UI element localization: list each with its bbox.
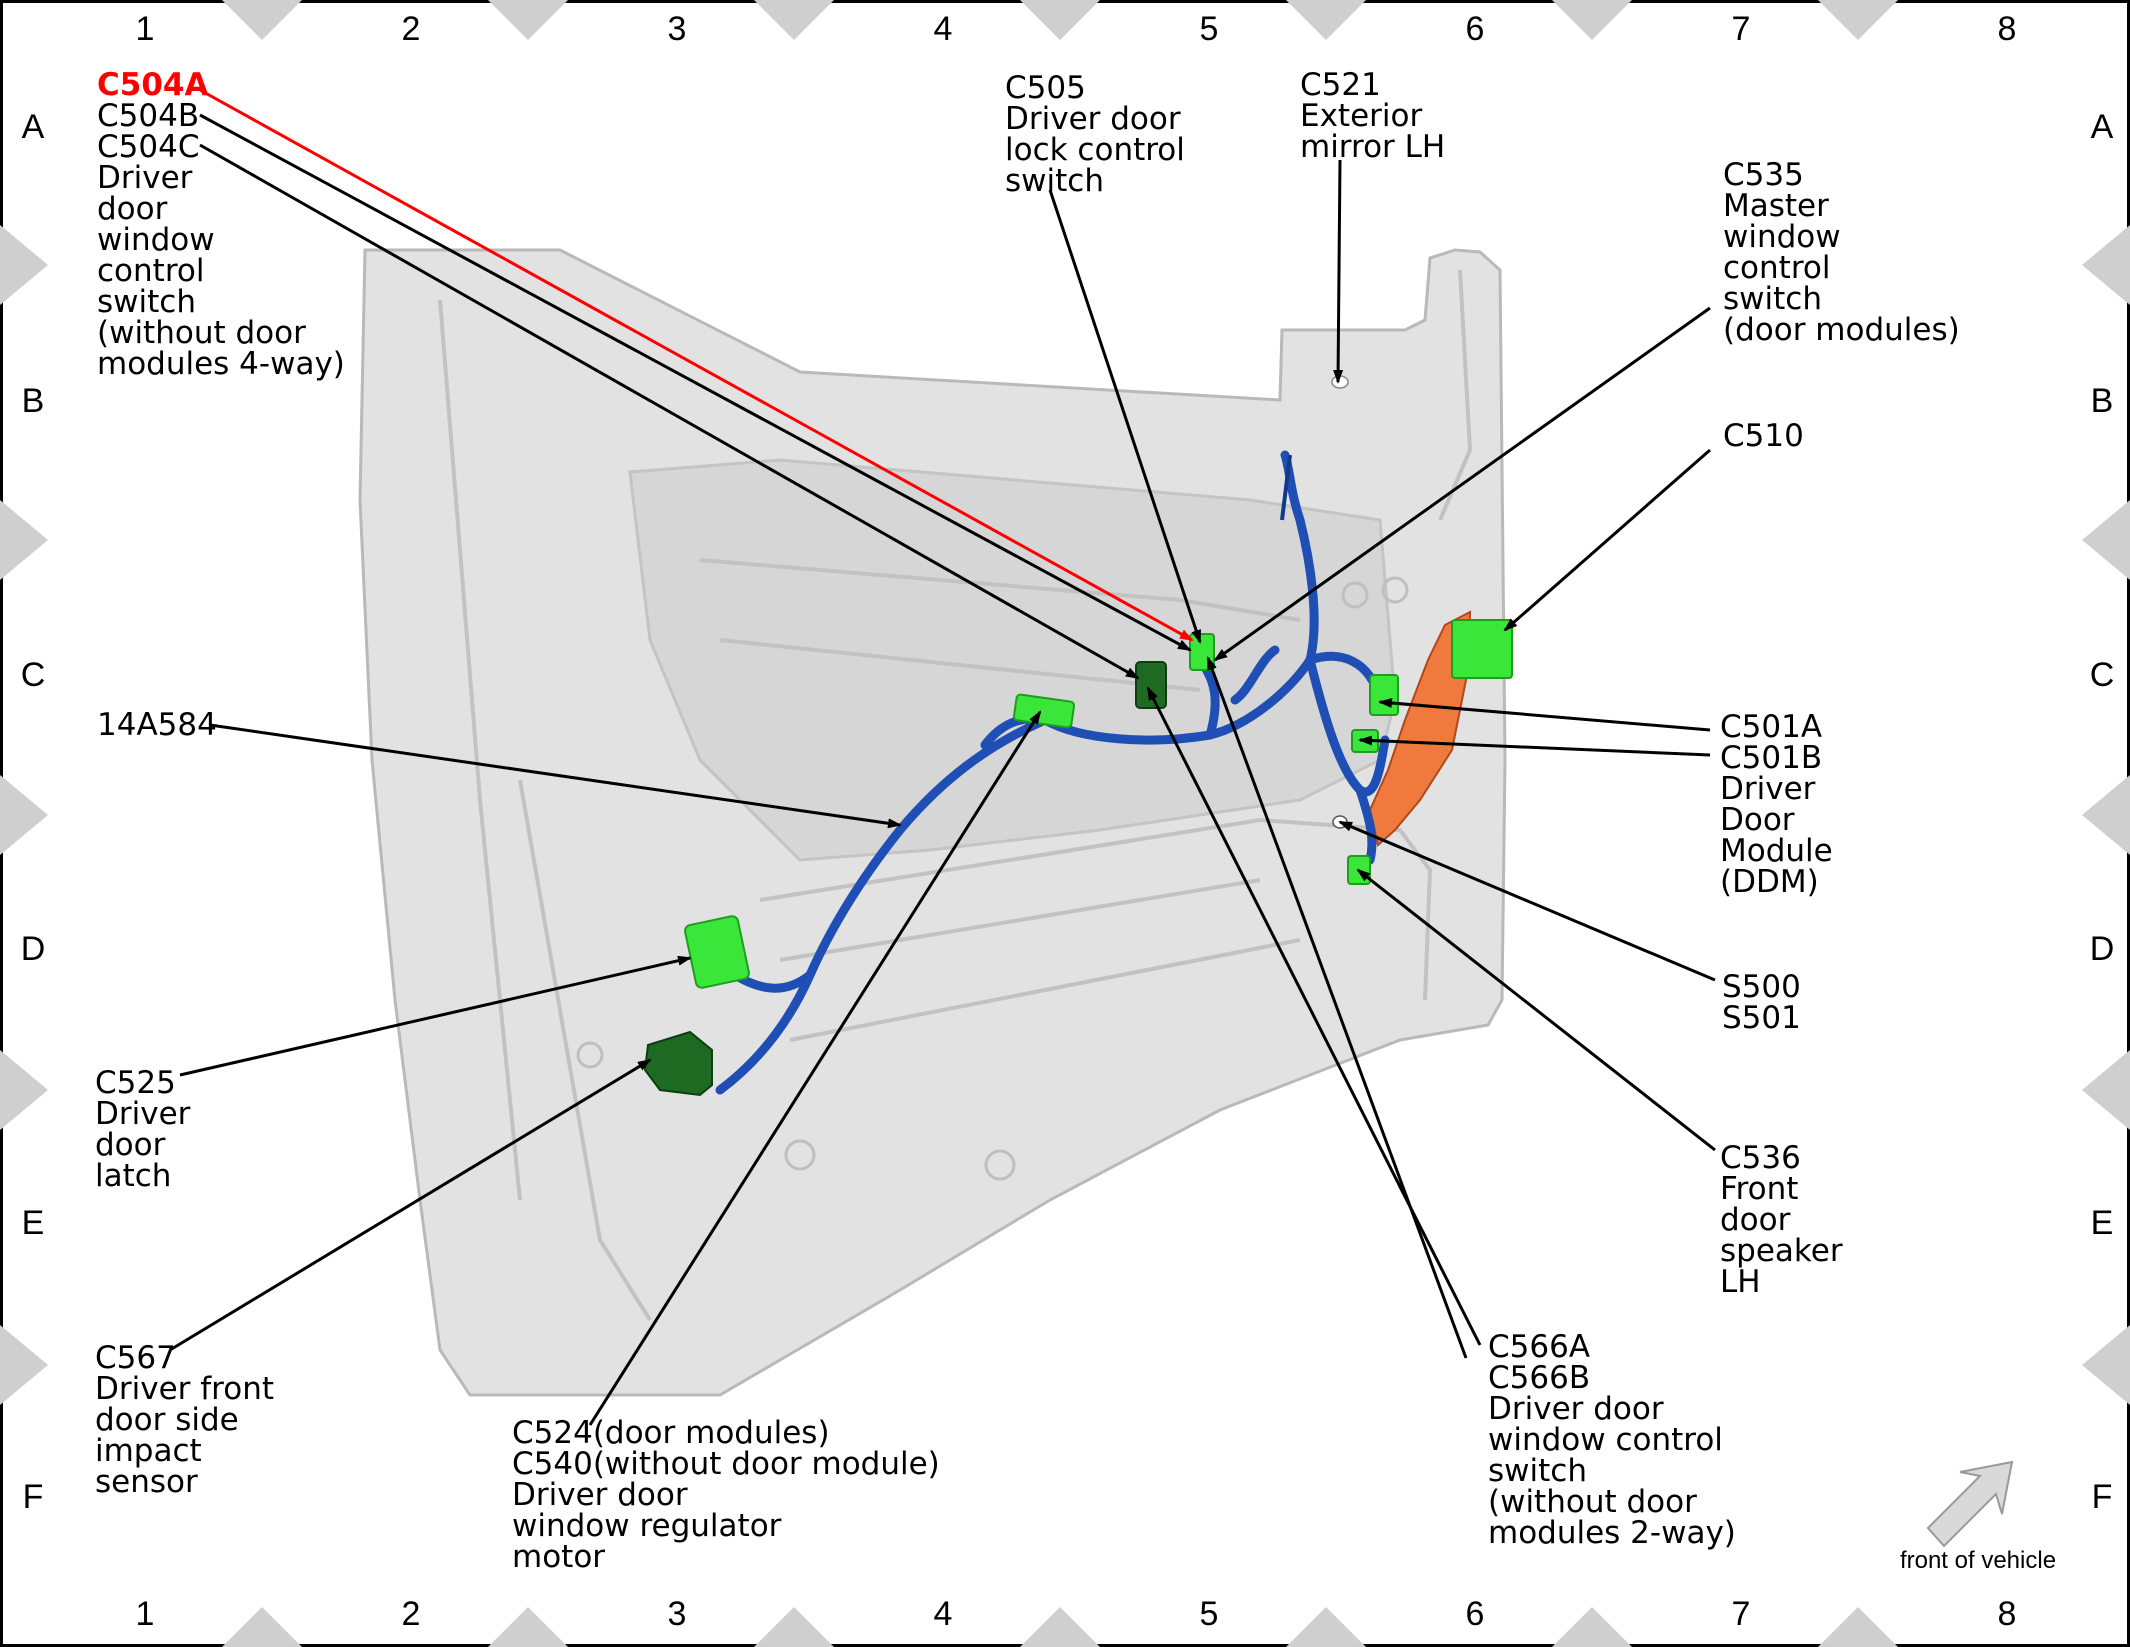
- mirror-connector-c521: [1331, 375, 1349, 389]
- label-s500-s501: S500 S501: [1722, 969, 1811, 1036]
- label-c501: C501A C501B Driver Door Module (DDM): [1720, 709, 1843, 900]
- grid-col-4: 4: [934, 10, 953, 48]
- grid-col-5: 5: [1200, 10, 1219, 48]
- leader-c510: [1503, 448, 1711, 632]
- leader-c504a: [199, 88, 1194, 642]
- grid-row-b: B: [22, 382, 45, 420]
- leader-c524: [588, 710, 1042, 1426]
- grid-col-7: 7: [1732, 10, 1751, 48]
- connector-c567: [643, 1030, 713, 1097]
- grid-row-d: D: [21, 930, 46, 968]
- leader-c535: [1213, 306, 1711, 662]
- grid-col-2: 2: [402, 10, 421, 48]
- grid-row-f: F: [23, 1478, 44, 1516]
- grid-col-7-bottom: 7: [1732, 1595, 1751, 1633]
- grid-row-e: E: [22, 1204, 45, 1242]
- connector-c505-dark: [1135, 661, 1167, 709]
- label-c566: C566A C566B Driver door window control s…: [1488, 1329, 1736, 1551]
- label-c505: C505 Driver door lock control switch: [1005, 70, 1195, 199]
- grid-row-f-right: F: [2092, 1478, 2113, 1516]
- grid-col-6-bottom: 6: [1466, 1595, 1485, 1633]
- label-c524-c540: C524(door modules) C540(without door mod…: [512, 1415, 950, 1575]
- leader-c521: [1333, 159, 1344, 384]
- leader-c501b: [1358, 735, 1711, 757]
- leader-c504b: [199, 113, 1192, 652]
- door-inner-panel: [358, 248, 1507, 1397]
- grid-row-c: C: [21, 656, 46, 694]
- grid-col-3: 3: [668, 10, 687, 48]
- leader-c536: [1356, 868, 1716, 1152]
- label-c536: C536 Front door speaker LH: [1720, 1140, 1852, 1300]
- grid-row-d-right: D: [2090, 930, 2115, 968]
- grid-row-c-right: C: [2090, 656, 2115, 694]
- grid-col-1-bottom: 1: [136, 1595, 155, 1633]
- label-harness-14a584: 14A584: [97, 707, 217, 743]
- label-c510: C510: [1723, 418, 1804, 454]
- label-c535: C535 Master window control switch (door …: [1723, 157, 1960, 348]
- grid-row-a-right: A: [2091, 108, 2114, 146]
- leader-c525: [179, 955, 692, 1077]
- grid-row-b-right: B: [2091, 382, 2114, 420]
- front-of-vehicle-indicator: front of vehicle: [1900, 1460, 2056, 1574]
- label-c504: C504A C504B C504C Driver door window con…: [97, 67, 345, 382]
- label-c521: C521 Exterior mirror LH: [1300, 67, 1445, 165]
- leader-c566b: [1206, 656, 1468, 1359]
- leader-c501a: [1378, 698, 1711, 732]
- leader-c505: [1048, 189, 1202, 644]
- grid-col-8-bottom: 8: [1998, 1595, 2017, 1633]
- leader-lines: [169, 88, 1716, 1426]
- grid-row-labels-right: A B C D E F: [2090, 108, 2115, 1516]
- leader-c566a: [1146, 686, 1482, 1346]
- grid-col-1: 1: [136, 10, 155, 48]
- connector-c510: [1451, 619, 1513, 679]
- grid-col-2-bottom: 2: [402, 1595, 421, 1633]
- leader-c504c: [199, 143, 1140, 680]
- grid-column-labels-top: 1 2 3 4 5 6 7 8: [136, 10, 2017, 48]
- grid-col-3-bottom: 3: [668, 1595, 687, 1633]
- grid-col-4-bottom: 4: [934, 1595, 953, 1633]
- grid-col-5-bottom: 5: [1200, 1595, 1219, 1633]
- front-of-vehicle-label: front of vehicle: [1900, 1547, 2056, 1574]
- grid-row-e-right: E: [2091, 1204, 2114, 1242]
- grid-column-labels-bottom: 1 2 3 4 5 6 7 8: [136, 1595, 2017, 1633]
- label-c567: C567 Driver front door side impact senso…: [95, 1340, 284, 1500]
- label-c504a: C504A: [97, 67, 208, 103]
- label-c525: C525 Driver door latch: [95, 1065, 200, 1194]
- connector-c524: [1012, 693, 1076, 729]
- leader-c567: [169, 1058, 652, 1352]
- grid-row-a: A: [22, 108, 45, 146]
- leader-harness: [209, 723, 902, 829]
- leader-s500: [1338, 820, 1716, 982]
- grid-col-6: 6: [1466, 10, 1485, 48]
- connector-c501a: [1369, 674, 1399, 716]
- grid-col-8: 8: [1998, 10, 2017, 48]
- arrow-up-right-icon: [1926, 1460, 2014, 1548]
- grid-row-labels-left: A B C D E F: [21, 108, 46, 1516]
